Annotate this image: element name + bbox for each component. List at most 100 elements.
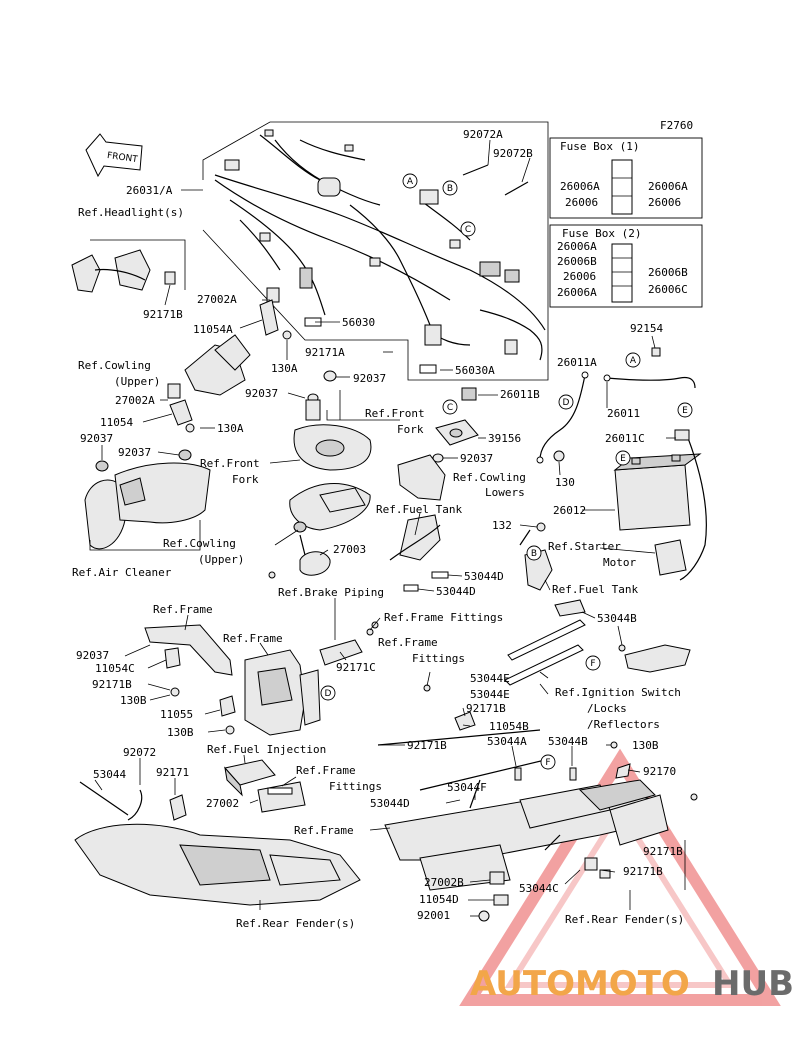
svg-text:/Reflectors: /Reflectors <box>587 718 660 731</box>
svg-text:E: E <box>682 406 688 416</box>
label-ref-frame-fittings-2: Ref.Frame <box>378 636 438 649</box>
fuse-box-2-panel: Fuse Box (2) 26006A 26006B 26006 26006A … <box>549 224 703 308</box>
label-130B-2: 130B <box>167 726 194 739</box>
letter-f-marker-2 <box>540 754 556 770</box>
label-27002: 27002 <box>206 797 239 810</box>
rear-fender-assembly <box>74 781 361 906</box>
svg-text:(Upper): (Upper) <box>198 553 244 566</box>
label-11055: 11055 <box>160 708 193 721</box>
label-ref-front-fork: Ref.Front <box>365 407 425 420</box>
svg-text:B: B <box>531 549 537 559</box>
headlight-subharness <box>71 239 186 293</box>
label-ref-frame-3: Ref.Frame <box>294 824 354 837</box>
label-92170: 92170 <box>643 765 676 778</box>
svg-text:F: F <box>545 758 550 768</box>
svg-text:D: D <box>563 398 570 408</box>
label-ref-starter-motor: Ref.Starter <box>548 540 621 553</box>
starter-relay-cable <box>536 429 707 581</box>
cowling-lowers-bracket <box>389 454 449 592</box>
svg-text:26006: 26006 <box>648 196 681 209</box>
label-ref-ignition-switch: Ref.Ignition Switch <box>555 686 681 699</box>
svg-text:A: A <box>407 177 414 187</box>
svg-text:B: B <box>447 184 453 194</box>
relay-26011b <box>435 387 479 446</box>
label-92171: 92171 <box>156 766 189 779</box>
svg-text:26006A: 26006A <box>648 180 688 193</box>
upper-cowling-brackets <box>167 287 292 433</box>
label-ref-rear-fender: Ref.Rear Fender(s) <box>236 917 355 930</box>
label-92037-6: 92037 <box>76 649 109 662</box>
label-27002B: 27002B <box>424 876 464 889</box>
svg-text:A: A <box>630 356 637 366</box>
label-39156: 39156 <box>488 432 521 445</box>
label-53044A: 53044A <box>487 735 527 748</box>
battery-26012 <box>613 453 702 531</box>
label-92171B: 92171B <box>143 308 183 321</box>
label-92154: 92154 <box>630 322 663 335</box>
watermark-text: AUTOMOTO HUB <box>470 964 794 1004</box>
label-26011: 26011 <box>607 407 640 420</box>
svg-text:26006B: 26006B <box>557 255 597 268</box>
letter-c-marker-1 <box>460 221 476 237</box>
label-11054B: 11054B <box>489 720 529 733</box>
label-92037-5: 92037 <box>460 452 493 465</box>
label-130B-3: 130B <box>632 739 659 752</box>
label-11054D: 11054D <box>419 893 459 906</box>
label-92171B-3: 92171B <box>466 702 506 715</box>
label-53044E-2: 53044E <box>470 688 510 701</box>
svg-text:Lowers: Lowers <box>485 486 525 499</box>
label-27002A-2: 27002A <box>115 394 155 407</box>
label-130A: 130A <box>271 362 298 375</box>
label-53044D-3: 53044D <box>370 797 410 810</box>
label-26031A: 26031/A <box>126 184 173 197</box>
label-53044F: 53044F <box>447 781 487 794</box>
label-26011C: 26011C <box>605 432 645 445</box>
svg-text:/Locks: /Locks <box>587 702 627 715</box>
label-53044C: 53044C <box>519 882 559 895</box>
svg-text:HUB: HUB <box>712 964 794 1004</box>
label-92001: 92001 <box>417 909 450 922</box>
svg-text:26006B: 26006B <box>648 266 688 279</box>
label-ref-front-fork-2: Ref.Front <box>200 457 260 470</box>
letter-d-marker-2 <box>320 685 336 701</box>
label-92171B-6: 92171B <box>623 865 663 878</box>
label-56030A: 56030A <box>455 364 495 377</box>
label-92037-2: 92037 <box>245 387 278 400</box>
figure-code: F2760 <box>660 119 693 132</box>
label-ref-brake-piping: Ref.Brake Piping <box>278 586 384 599</box>
leader-lines <box>94 139 686 917</box>
label-92037-4: 92037 <box>118 446 151 459</box>
label-ref-fuel-tank: Ref.Fuel Tank <box>376 503 462 516</box>
label-130: 130 <box>555 476 575 489</box>
letter-b-marker-2 <box>526 545 542 561</box>
svg-text:26006A: 26006A <box>557 240 597 253</box>
label-ref-cowling-lowers: Ref.Cowling <box>453 471 526 484</box>
reference-letter-markers: A B C A D C E E B D F F <box>320 173 693 770</box>
letter-a-marker-1 <box>402 173 418 189</box>
label-92171B-4: 92171B <box>407 739 447 752</box>
main-wiring-harness <box>214 129 546 374</box>
svg-text:E: E <box>620 454 626 464</box>
label-ref-air-cleaner: Ref.Air Cleaner <box>72 566 172 579</box>
svg-text:26006C: 26006C <box>648 283 688 296</box>
label-ref-frame-fittings: Ref.Frame Fittings <box>384 611 503 624</box>
label-ref-headlight: Ref.Headlight(s) <box>78 206 184 219</box>
brake-piping-parts <box>319 621 379 666</box>
label-53044E: 53044E <box>470 672 510 685</box>
label-ref-fuel-injection: Ref.Fuel Injection <box>207 743 326 756</box>
front-frame-panel <box>244 649 321 736</box>
label-ref-frame: Ref.Frame <box>153 603 213 616</box>
label-11054A: 11054A <box>193 323 233 336</box>
letter-b-marker-1 <box>442 180 458 196</box>
label-132: 132 <box>492 519 512 532</box>
letter-e-marker-1 <box>677 402 693 418</box>
grommets <box>95 370 444 472</box>
label-53044D: 53044D <box>464 570 504 583</box>
air-cleaner-cowling <box>84 462 211 551</box>
svg-text:26006: 26006 <box>563 270 596 283</box>
front-arrow-icon: FRONT <box>85 133 143 178</box>
svg-text:26006: 26006 <box>565 196 598 209</box>
left-frame-bracket <box>144 624 236 735</box>
front-fork-cowling-assembly <box>268 424 372 579</box>
